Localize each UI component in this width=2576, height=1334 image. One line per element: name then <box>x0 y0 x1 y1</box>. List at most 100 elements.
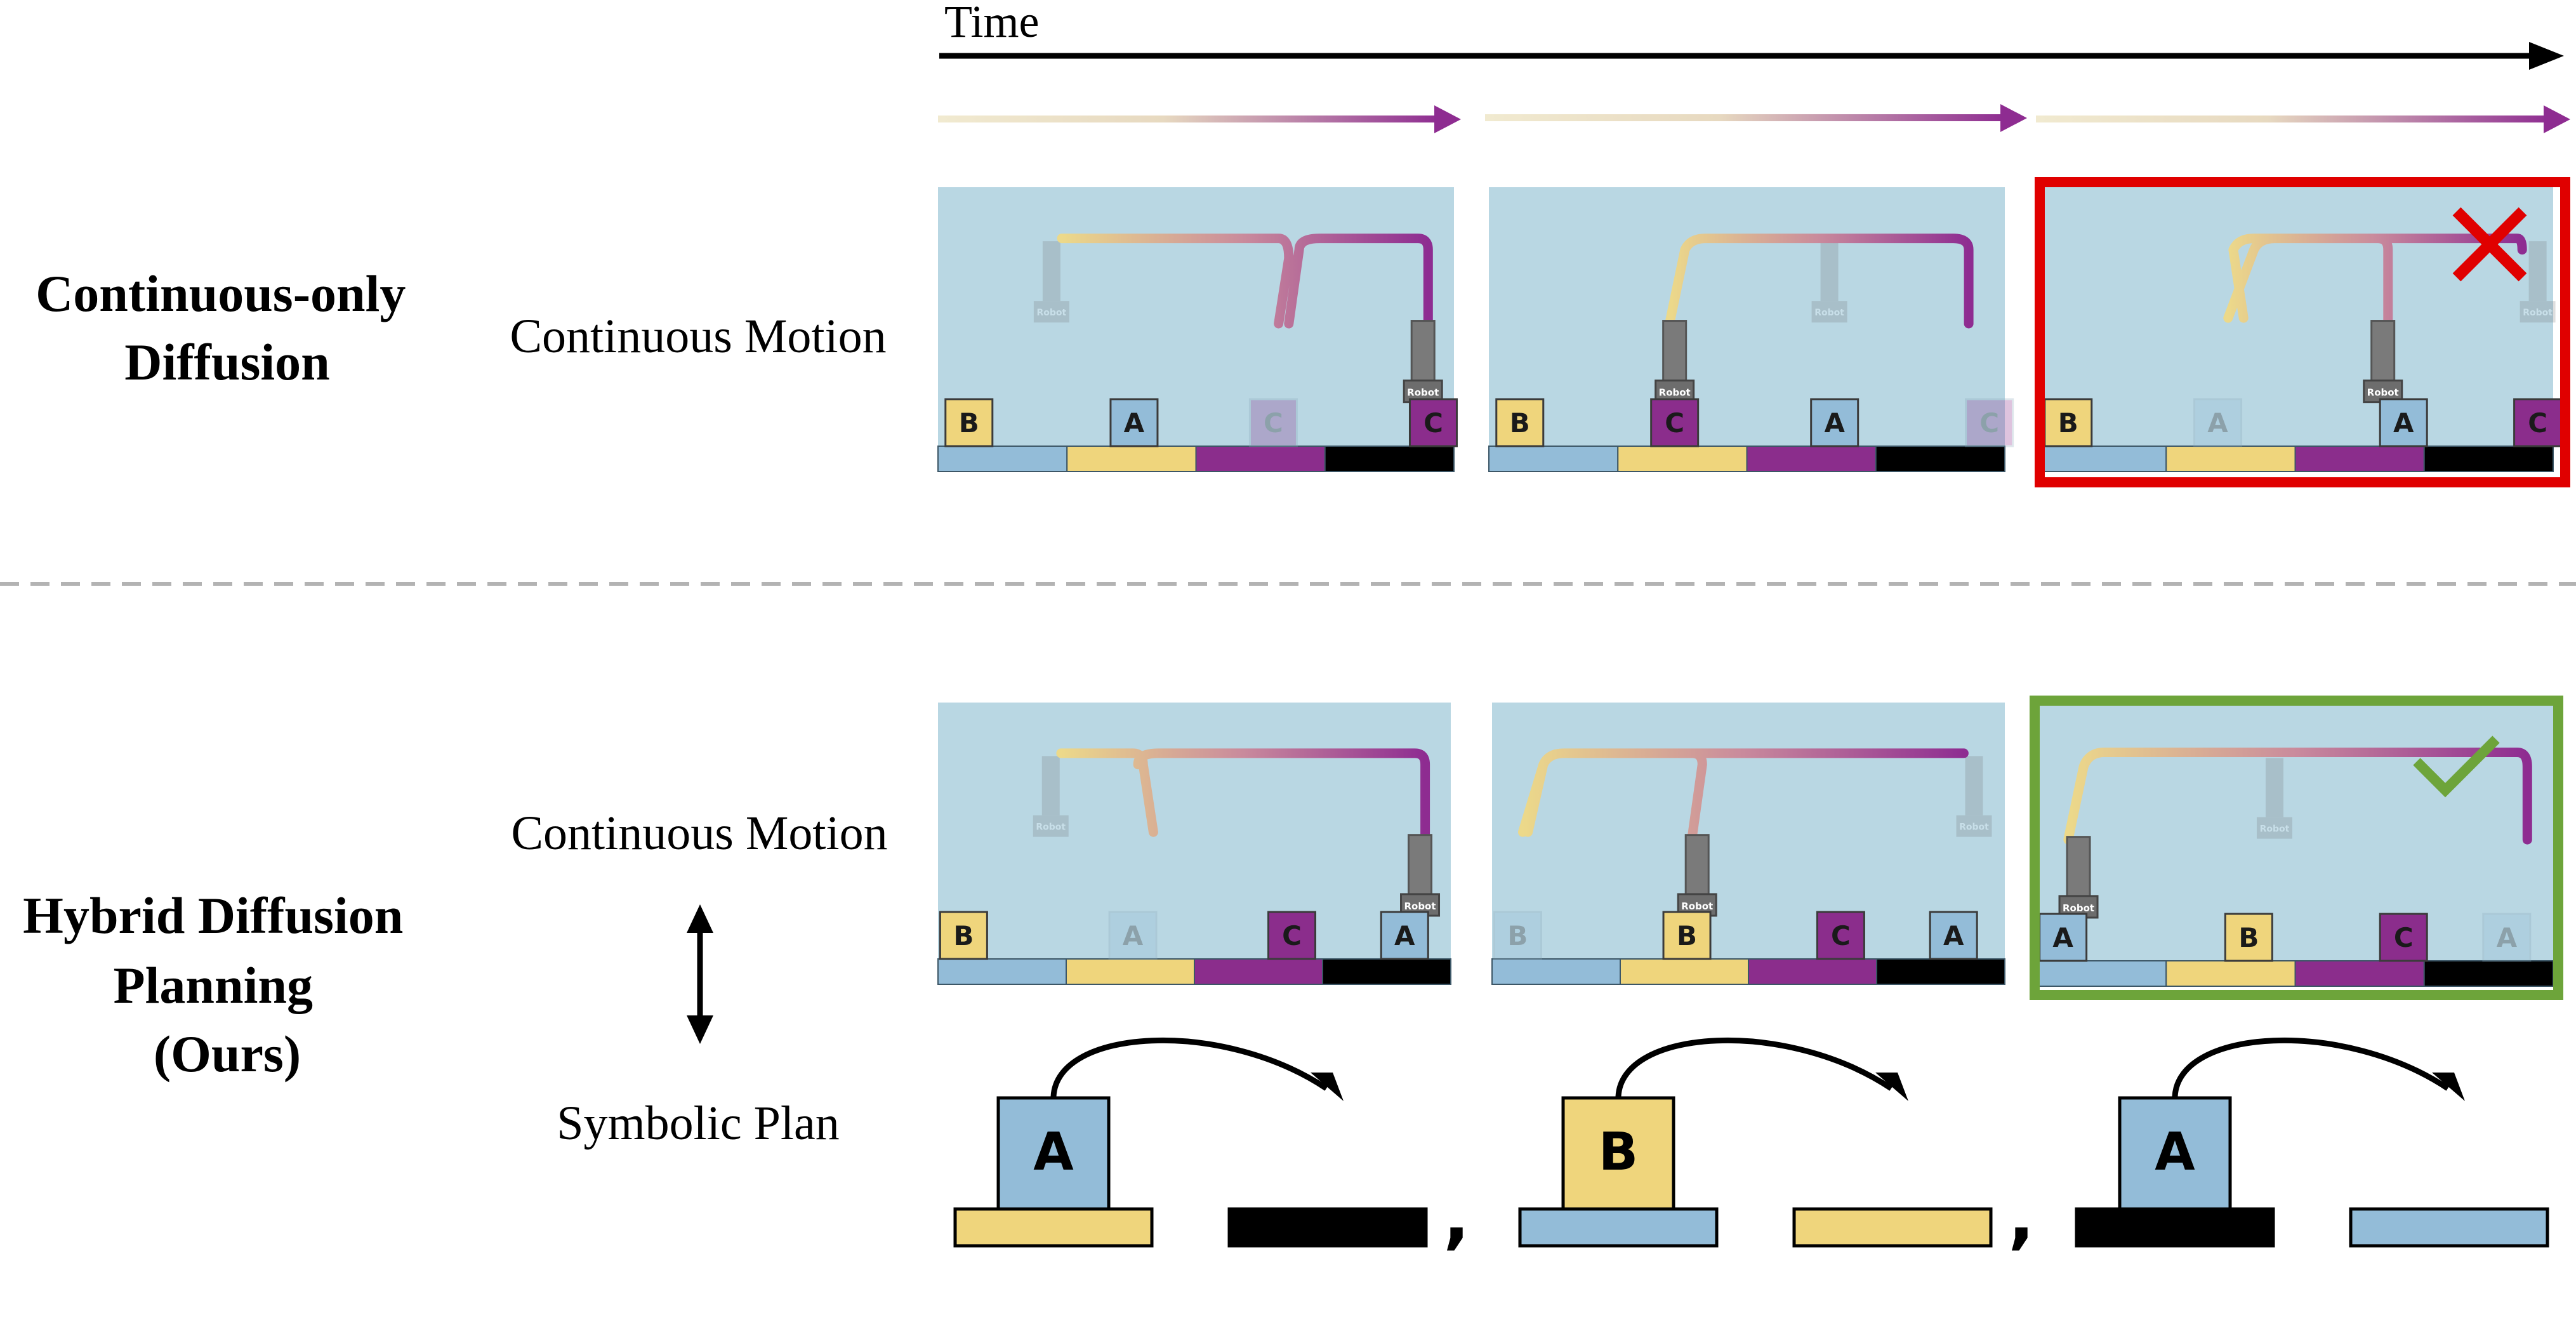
block-b: B <box>1662 911 1712 960</box>
block-label: A <box>1123 920 1144 951</box>
floor-region-blue <box>2037 446 2167 472</box>
robot-ghost: Robot <box>1033 241 1069 323</box>
floor-region-black <box>2423 446 2554 472</box>
block-c: C <box>2513 398 2563 447</box>
fail-frame <box>2035 177 2570 487</box>
block-a: A <box>1929 911 1978 960</box>
block-label: B <box>953 920 974 951</box>
robot-ghost: Robot <box>2256 758 2292 839</box>
block-label: C <box>1264 407 1283 439</box>
block-c: C <box>1650 398 1700 447</box>
block-label: B <box>959 407 979 439</box>
block-label: A <box>2497 922 2518 953</box>
block-b: B <box>2044 398 2093 447</box>
block-a: A <box>2379 398 2428 447</box>
robot-ghost: Robot <box>2520 241 2556 323</box>
move-arrow <box>1050 1037 1328 1097</box>
robot-ghost: Robot <box>1033 756 1069 837</box>
check-icon <box>2413 736 2500 798</box>
row2-title: Hybrid Diffusion Planning (Ours) <box>23 887 416 1083</box>
floor-region-black <box>1324 446 1455 472</box>
robot-label: Robot <box>1659 387 1691 399</box>
symbolic-block <box>1561 1096 1675 1211</box>
block-label: C <box>1665 407 1684 439</box>
block-c: C <box>1248 398 1298 447</box>
block-label: C <box>2394 922 2414 953</box>
block-label: A <box>1943 920 1964 951</box>
robot-label: Robot <box>1407 387 1439 399</box>
floor-region-blue <box>1491 958 1621 985</box>
block-c: C <box>2379 913 2428 962</box>
floor-region-blue <box>2037 960 2167 987</box>
block-label: A <box>1124 407 1145 439</box>
trajectory-path <box>1057 234 1433 329</box>
block-label: A <box>2207 407 2228 439</box>
time-label: Time <box>944 0 1039 47</box>
trajectory-path <box>1518 748 1969 843</box>
block-a: A <box>2038 913 2088 962</box>
symbolic-step-3: A <box>2075 1037 2549 1248</box>
robot-label: Robot <box>2523 308 2553 318</box>
block-label: C <box>1979 407 1999 439</box>
floor-region-purple <box>2294 446 2425 472</box>
symbolic-block <box>996 1096 1111 1211</box>
block-a: A <box>1108 911 1158 960</box>
move-arrow <box>1615 1037 1893 1097</box>
trajectory-path <box>2223 234 2527 329</box>
block-label: C <box>1282 920 1302 951</box>
floor-region-purple <box>1194 958 1323 985</box>
floor-region-blue <box>937 446 1068 472</box>
floor-region-purple <box>1195 446 1326 472</box>
trajectory-path <box>1056 748 1430 843</box>
robot-gripper: Robot <box>1677 834 1717 917</box>
success-frame <box>2030 696 2563 1000</box>
from-region <box>2075 1207 2275 1248</box>
robot-label: Robot <box>1036 308 1066 318</box>
move-arrow <box>2172 1037 2450 1097</box>
move-arrow-head <box>1875 1073 1908 1101</box>
robot-gripper: Robot <box>2058 836 2099 919</box>
block-b: B <box>939 911 988 960</box>
robot-label: Robot <box>1959 822 1989 833</box>
move-arrow-head <box>1311 1073 1344 1101</box>
robot-label: Robot <box>1814 308 1844 318</box>
floor-region-yellow <box>2165 960 2296 987</box>
robot-label: Robot <box>2063 902 2094 914</box>
block-c: C <box>1816 911 1865 960</box>
symbolic-block-label: A <box>1033 1122 1074 1182</box>
progress-arrow-1 <box>938 105 1461 133</box>
progress-arrow-3 <box>2036 105 2570 133</box>
panel-background <box>938 703 1451 984</box>
row1-continuous-motion-label: Continuous Motion <box>510 310 886 363</box>
floor-region-blue <box>1488 446 1619 472</box>
bidirectional-arrow-icon <box>687 904 713 1044</box>
floor-region-yellow <box>1066 958 1195 985</box>
block-b: B <box>944 398 994 447</box>
block-label: A <box>1824 407 1845 439</box>
robot-ghost: Robot <box>1956 756 1992 837</box>
block-a: A <box>1810 398 1859 447</box>
block-label: C <box>1423 407 1443 439</box>
floor-region-yellow <box>2165 446 2296 472</box>
symbolic-step-2: B, <box>1518 1037 2035 1257</box>
symbolic-block <box>2118 1096 2232 1211</box>
block-label: B <box>2058 407 2078 439</box>
block-a: A <box>2193 398 2243 447</box>
floor-region-yellow <box>1617 446 1748 472</box>
to-region <box>2349 1207 2549 1248</box>
block-c: C <box>1408 398 1458 447</box>
block-b: B <box>1493 911 1542 960</box>
robot-gripper: Robot <box>1403 320 1443 404</box>
block-a: A <box>1380 911 1429 960</box>
floor-region-purple <box>2294 960 2425 987</box>
floor-region-black <box>1322 958 1451 985</box>
to-region <box>1792 1207 1993 1248</box>
progress-arrow-2 <box>1485 104 2027 132</box>
trajectory-path <box>1665 234 1974 329</box>
cross-icon <box>2452 207 2527 282</box>
robot-label: Robot <box>1681 901 1713 912</box>
